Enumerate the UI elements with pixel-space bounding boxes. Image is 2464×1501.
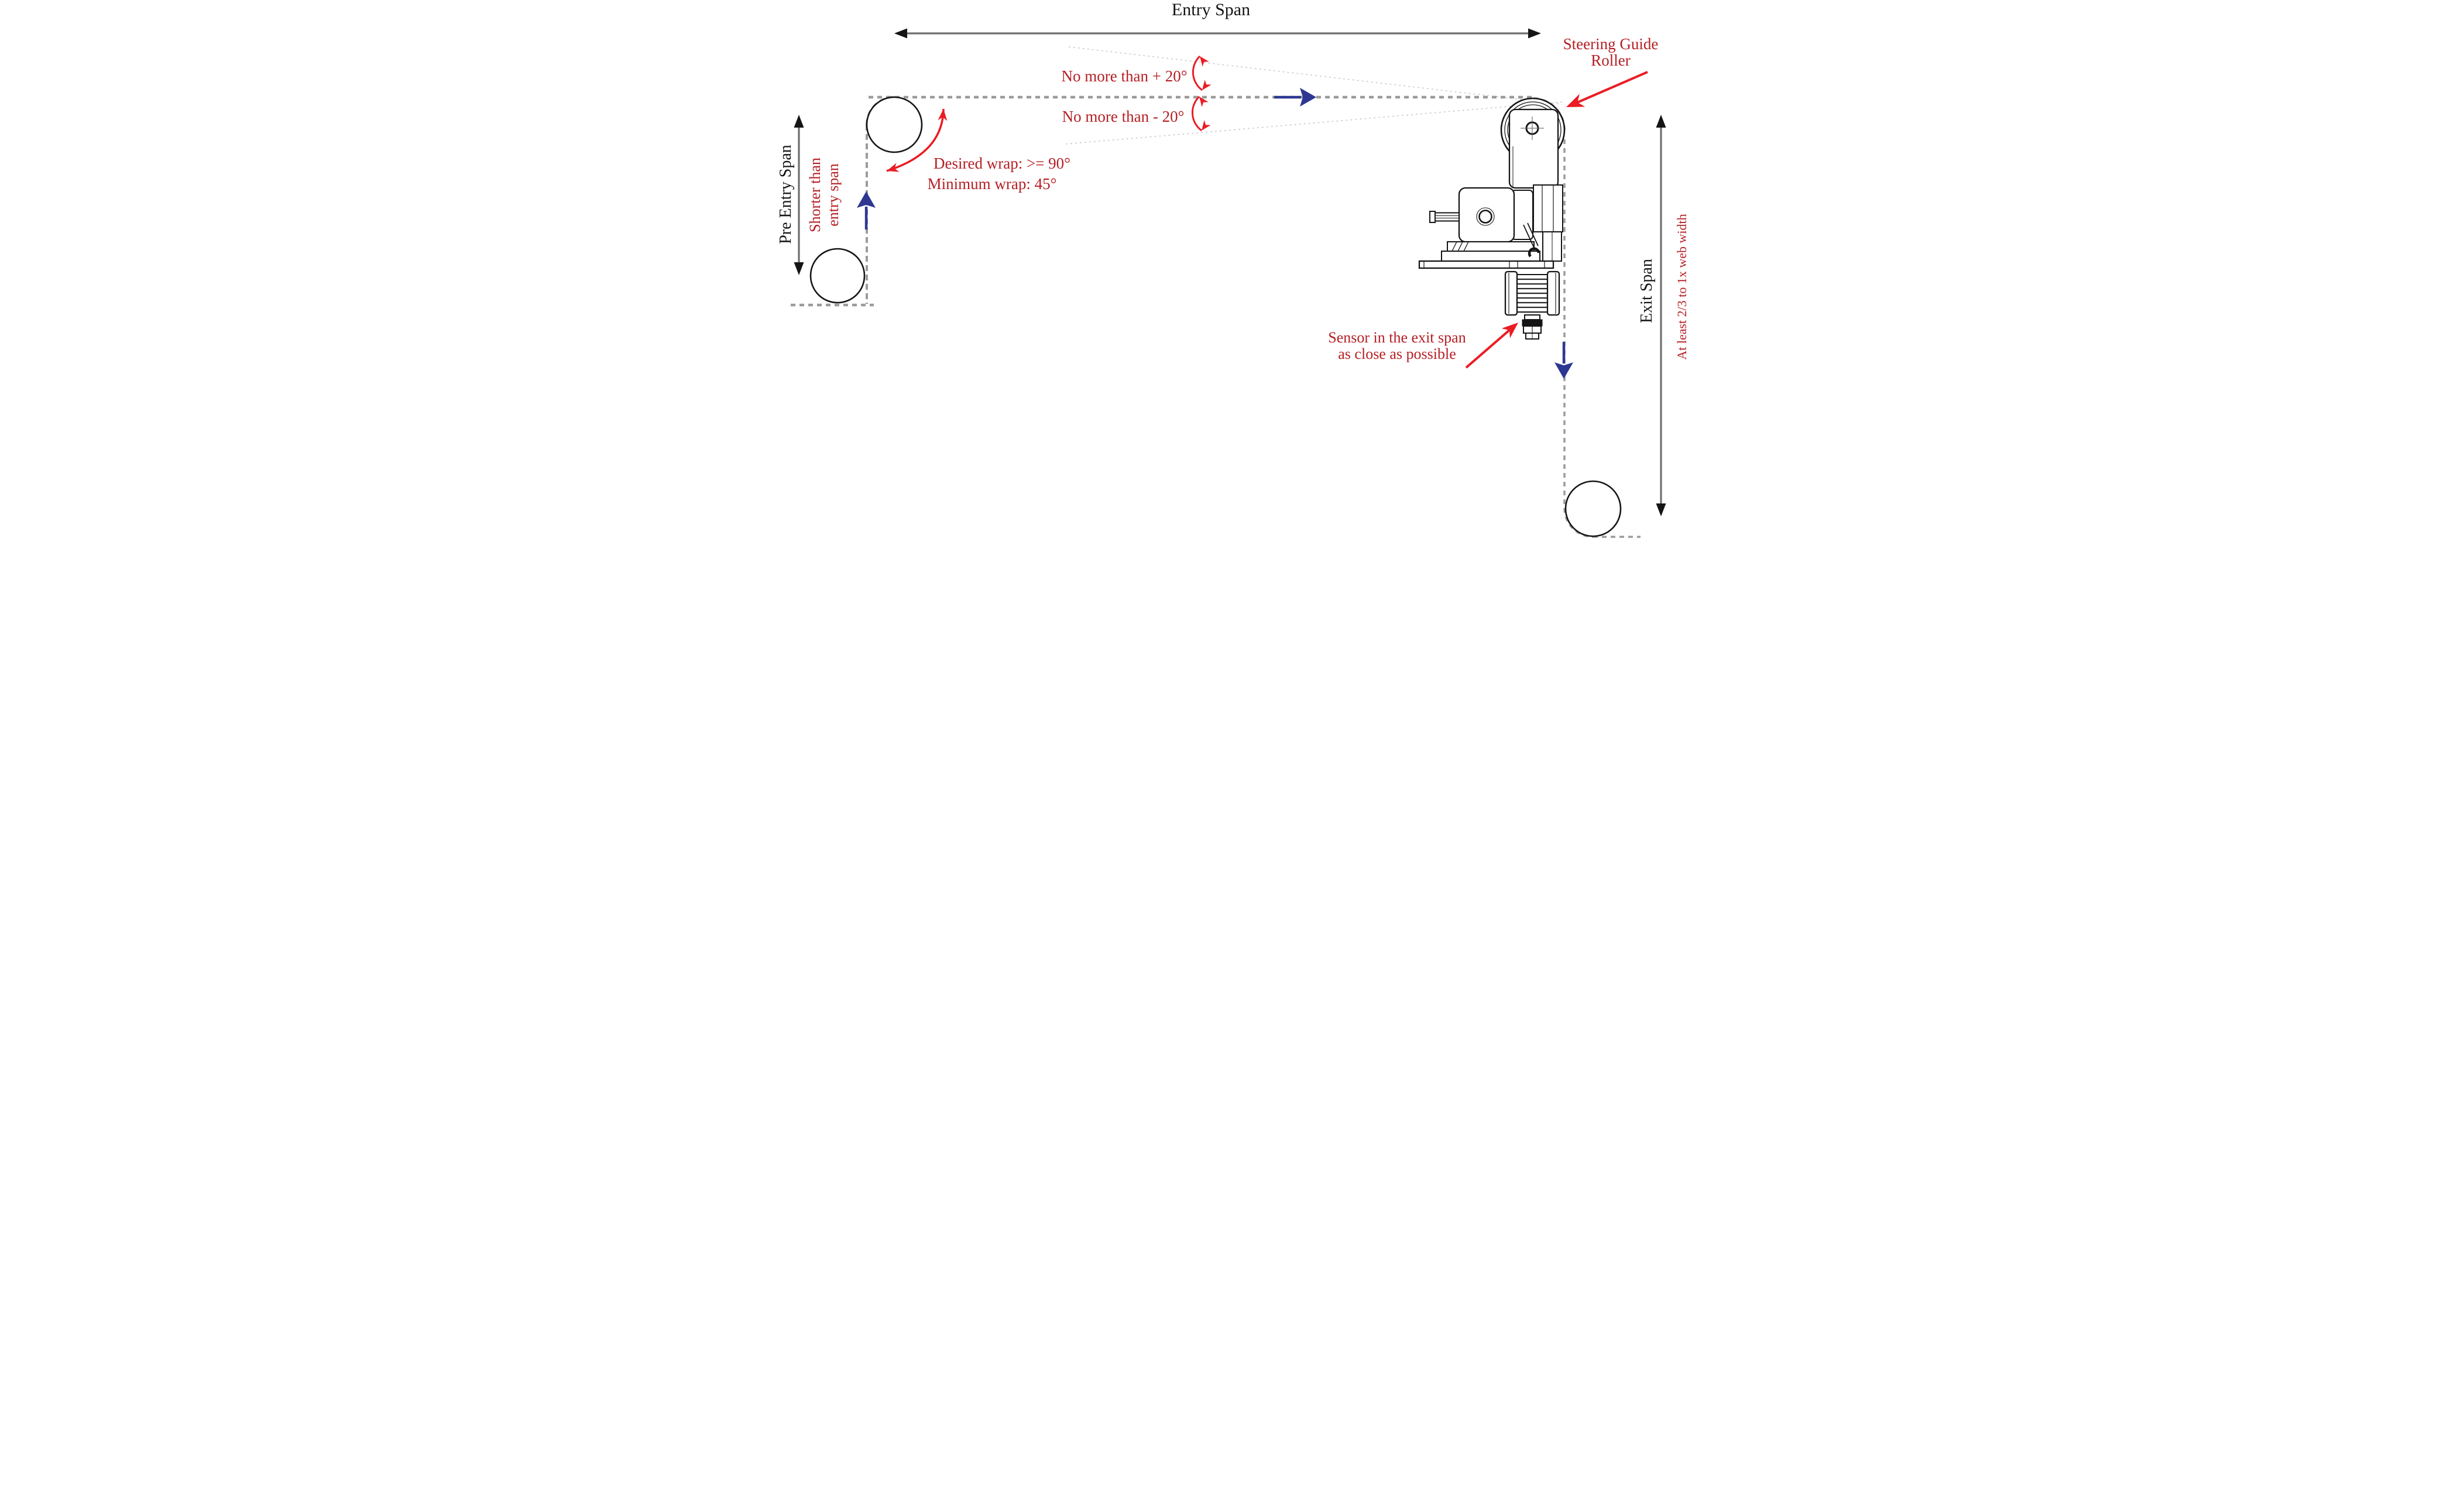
pre-entry-span-label: Pre Entry Span bbox=[777, 145, 795, 244]
minimum-wrap-label: Minimum wrap: 45° bbox=[928, 175, 1057, 193]
angle-plus-label: No more than + 20° bbox=[1062, 67, 1188, 85]
entry-span-arrowhead-right-icon bbox=[1528, 28, 1541, 39]
exit-span-label: Exit Span bbox=[1638, 259, 1656, 323]
sensor-pointer-line bbox=[1465, 328, 1511, 369]
sensor-fins bbox=[1517, 278, 1547, 309]
diagram-svg: Entry Span Pre Entry Span Exit Span Stee… bbox=[777, 0, 1689, 538]
pre-entry-arrowhead-top-icon bbox=[794, 115, 804, 128]
motor-foot-hatch-3 bbox=[1463, 241, 1469, 252]
pre-entry-note-line1: Shorter than bbox=[807, 157, 823, 232]
pre-entry-note-line2: entry span bbox=[825, 163, 842, 227]
web-direction-down-icon bbox=[1554, 362, 1573, 379]
motor-foot-hatch-1 bbox=[1451, 241, 1457, 252]
sensor-note-line2: as close as possible bbox=[1338, 345, 1456, 362]
motor-shaft-boss bbox=[1476, 207, 1495, 226]
mounting-plate-bar bbox=[1418, 260, 1554, 269]
angle-minus-label: No more than - 20° bbox=[1062, 108, 1185, 125]
dimension-arrows bbox=[794, 28, 1666, 516]
web-direction-down-tail bbox=[1562, 342, 1566, 364]
motor-brace-2 bbox=[1527, 222, 1539, 246]
sensor-note-line1: Sensor in the exit span bbox=[1328, 329, 1466, 346]
cone-upper-line bbox=[1068, 46, 1563, 105]
motor-body-front bbox=[1458, 187, 1515, 243]
motor-body-rear bbox=[1511, 190, 1533, 240]
red-annotation-arrows bbox=[886, 55, 1648, 369]
sensor-pointer-arrowhead-icon bbox=[1501, 323, 1518, 338]
plus20-arrowhead-top-icon bbox=[1200, 56, 1209, 67]
cone-lower-line bbox=[1065, 101, 1564, 145]
plus20-angle-arc bbox=[1192, 55, 1203, 91]
web-guide-diagram: Entry Span Pre Entry Span Exit Span Stee… bbox=[773, 0, 1691, 559]
motor-clamp-hook bbox=[1528, 247, 1540, 258]
idler-rollers bbox=[809, 96, 1622, 537]
wrap-arc-arrowhead-bottom-icon bbox=[887, 163, 900, 172]
entry-span-label: Entry Span bbox=[1172, 0, 1250, 19]
roller-bracket-body bbox=[1508, 108, 1559, 189]
steering-roller-label-line2: Roller bbox=[1591, 52, 1631, 69]
exit-span-arrowhead-bottom-icon bbox=[1656, 503, 1666, 516]
motor-shaft bbox=[1435, 212, 1460, 222]
idler-roller-top-left bbox=[866, 96, 923, 153]
gearbox-upper bbox=[1533, 184, 1563, 232]
entry-span-arrowhead-left-icon bbox=[894, 28, 907, 39]
mounting-plate bbox=[1418, 260, 1554, 269]
steering-pointer-arrowhead-icon bbox=[1566, 94, 1586, 107]
exit-note-label: At least 2/3 to 1x web width bbox=[1674, 214, 1689, 359]
steering-roller-label-line1: Steering Guide bbox=[1563, 35, 1659, 53]
minus20-angle-arc bbox=[1191, 95, 1202, 132]
exit-span-arrowhead-top-icon bbox=[1656, 115, 1666, 128]
desired-wrap-label: Desired wrap: >= 90° bbox=[934, 155, 1070, 172]
minus20-arrowhead-top-icon bbox=[1199, 97, 1209, 107]
idler-roller-bottom-left bbox=[809, 248, 866, 304]
angle-cone-guides bbox=[1065, 46, 1564, 145]
motor-foot-hatch-2 bbox=[1457, 241, 1463, 252]
web-direction-right-tail bbox=[1274, 95, 1301, 99]
steering-pointer-line bbox=[1577, 71, 1648, 104]
sensor-connector-neck bbox=[1524, 314, 1540, 320]
motor-foot-lower bbox=[1441, 251, 1540, 262]
sensor-connector-ring bbox=[1522, 319, 1543, 327]
web-direction-up-tail bbox=[864, 207, 868, 229]
wrap-angle-arc bbox=[886, 108, 945, 172]
plus20-arrowhead-bottom-icon bbox=[1202, 80, 1212, 90]
idler-roller-bottom-right bbox=[1564, 480, 1622, 537]
roller-bracket bbox=[1508, 108, 1559, 189]
labels: Entry Span Pre Entry Span Exit Span Stee… bbox=[777, 0, 1689, 362]
sensor-cap-left bbox=[1504, 270, 1518, 316]
pre-entry-arrowhead-bottom-icon bbox=[794, 262, 804, 275]
steering-guide-assembly bbox=[1418, 97, 1566, 340]
sensor-cap-right bbox=[1546, 270, 1560, 316]
motor-brace-1 bbox=[1523, 224, 1535, 248]
web-direction-up-icon bbox=[857, 191, 876, 208]
drive-motor bbox=[1429, 187, 1540, 262]
minus20-arrowhead-bottom-icon bbox=[1202, 120, 1211, 131]
motor-shaft-tip bbox=[1429, 211, 1436, 223]
motor-shaft-hole bbox=[1478, 210, 1492, 224]
edge-sensor bbox=[1504, 270, 1560, 340]
web-direction-arrows bbox=[857, 88, 1573, 379]
web-direction-right-icon bbox=[1300, 88, 1316, 107]
wrap-arc-arrowhead-top-icon bbox=[938, 109, 948, 121]
